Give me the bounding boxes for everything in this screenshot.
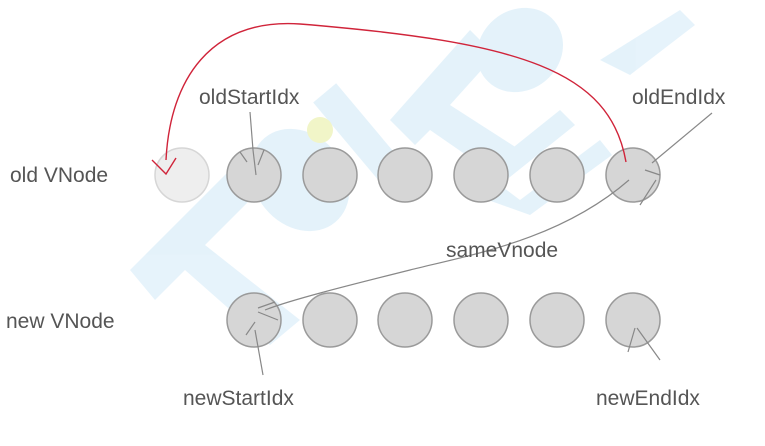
move-arrow-head (151, 157, 177, 176)
old-start-tick (239, 151, 248, 163)
new-start-idx-label: newStartIdx (183, 387, 294, 410)
new-node (453, 292, 509, 348)
old-end-idx-label: oldEndIdx (632, 86, 726, 109)
old-node (302, 147, 358, 203)
same-vnode-connector (264, 179, 630, 311)
move-arrow-curve (165, 22, 627, 163)
connector-arrow-tick (257, 311, 279, 321)
old-node (605, 147, 661, 203)
old-node (529, 147, 585, 203)
old-start-idx-label: oldStartIdx (199, 86, 300, 109)
new-vnode-row (226, 292, 661, 348)
pointer-lines (239, 111, 713, 376)
new-node (529, 292, 585, 348)
new-end-idx-label: newEndIdx (596, 387, 700, 410)
old-start-pointer (249, 111, 257, 176)
move-arrow (151, 22, 627, 176)
new-node (226, 292, 282, 348)
old-node (453, 147, 509, 203)
new-start-pointer (254, 329, 264, 376)
watermark-chars2 (600, 10, 695, 75)
old-end-tick (639, 179, 657, 206)
new-node (605, 292, 661, 348)
watermark-dot (307, 117, 333, 143)
new-vnode-label: new VNode (6, 310, 115, 333)
new-end-tick (627, 327, 636, 353)
old-vnode-label: old VNode (10, 164, 109, 187)
old-node-moved (154, 147, 210, 203)
old-end-pointer (651, 112, 713, 164)
new-node (302, 292, 358, 348)
old-node (377, 147, 433, 203)
old-vnode-row (154, 147, 661, 203)
same-vnode-label: sameVnode (446, 239, 559, 262)
watermark-e (476, 7, 564, 93)
new-node (377, 292, 433, 348)
watermark-k2 (390, 30, 520, 175)
old-node (226, 147, 282, 203)
connector-arrow-tick (257, 301, 276, 309)
old-end-tick (644, 169, 661, 176)
new-end-pointer (636, 327, 661, 361)
old-start-tick (257, 149, 265, 166)
new-start-tick (245, 321, 256, 336)
